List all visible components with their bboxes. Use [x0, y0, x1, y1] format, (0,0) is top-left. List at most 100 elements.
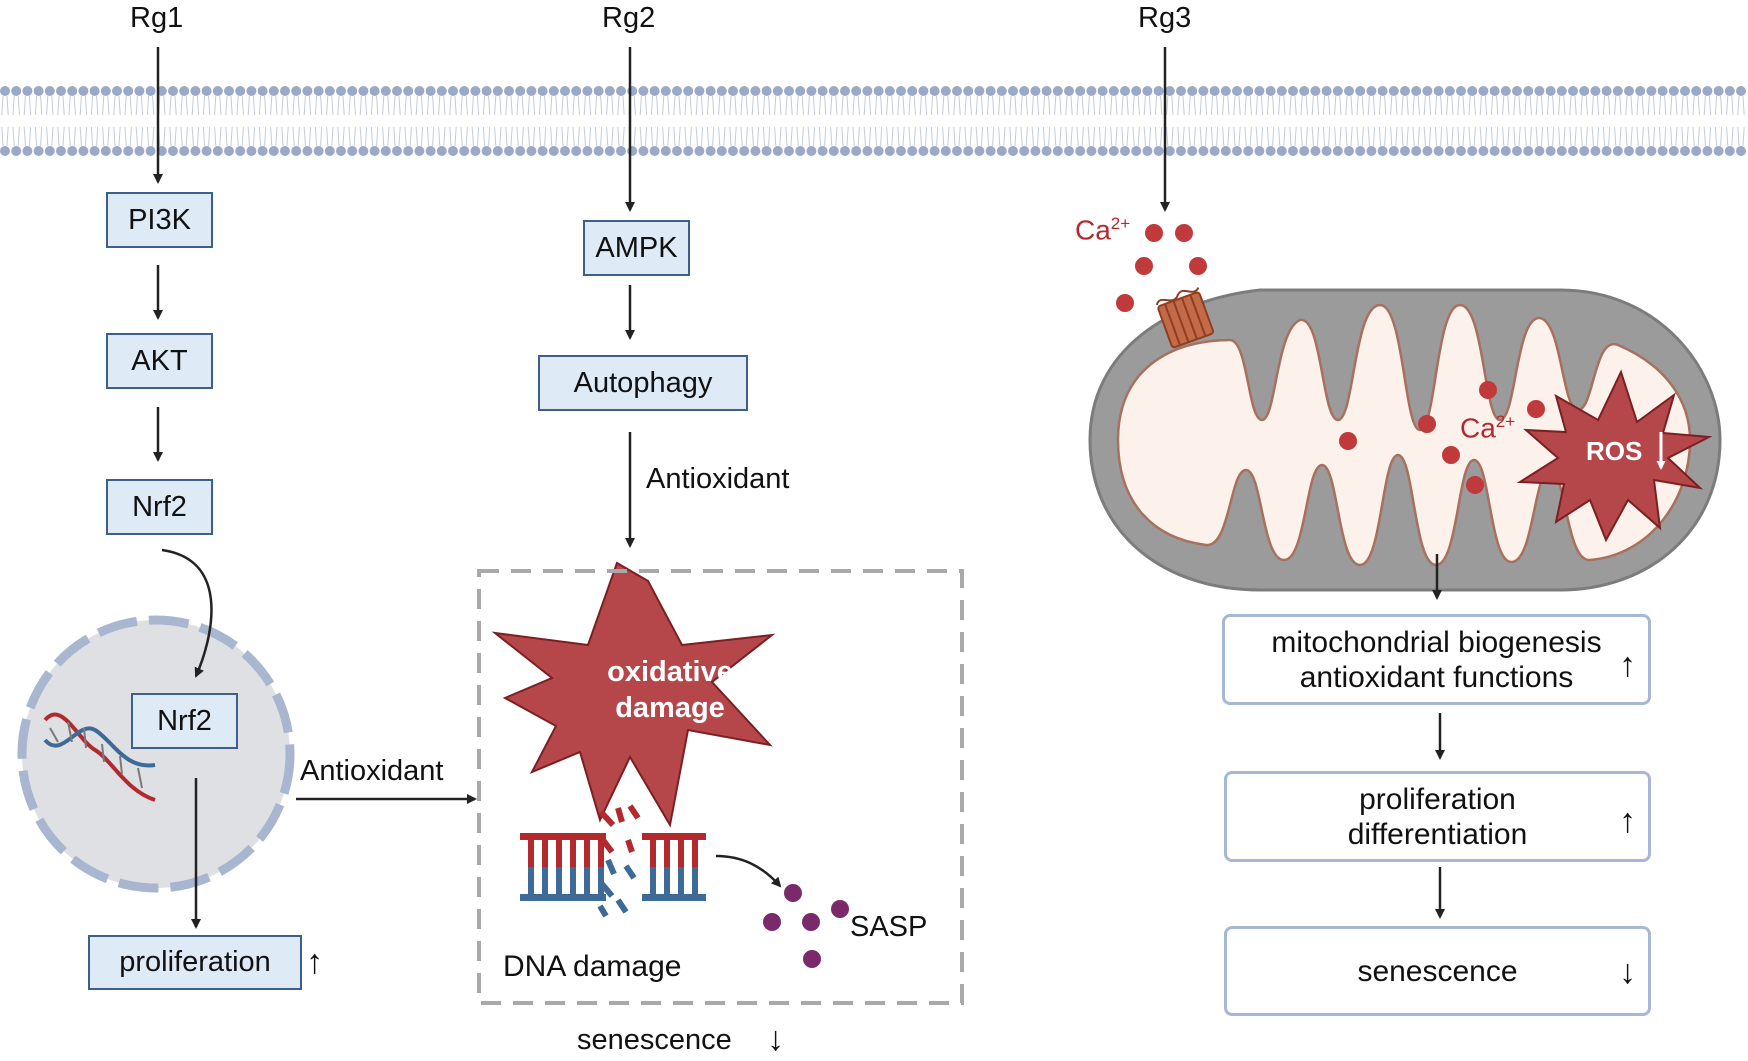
lipid-tail	[432, 95, 435, 116]
lipid-head	[784, 146, 794, 156]
lipid-tail	[1596, 95, 1600, 116]
lipid-tail	[1222, 95, 1225, 116]
lipid-tail	[438, 126, 441, 147]
lipid-head	[302, 86, 313, 96]
dna-rung	[678, 840, 684, 867]
lipid-tail	[1177, 126, 1180, 147]
lipid-head	[1433, 86, 1444, 96]
lipid-tail	[779, 126, 782, 147]
lipid-tail	[695, 126, 698, 147]
lipid-head	[1691, 86, 1702, 96]
box2-line2: differentiation	[1347, 817, 1528, 851]
lipid-tail	[102, 126, 105, 147]
lipid-head	[1680, 86, 1690, 96]
lipid-head	[1388, 146, 1399, 156]
lipid-head	[1590, 146, 1601, 156]
lipid-tail	[718, 126, 721, 147]
lipid-tail	[1490, 95, 1494, 116]
lipid-head	[1646, 146, 1657, 156]
lipid-head	[22, 86, 33, 96]
lipid-tail	[807, 95, 810, 116]
lipid-tail	[1608, 126, 1611, 147]
lipid-head	[1288, 86, 1298, 96]
lipid-head	[1187, 86, 1198, 96]
lipid-head	[1556, 86, 1567, 96]
lipid-head	[806, 146, 817, 156]
lipid-tail	[152, 95, 155, 116]
lipid-tail	[96, 126, 99, 147]
lipid-head	[1030, 146, 1041, 156]
lipid-tail	[550, 95, 553, 116]
lipid-tail	[868, 95, 872, 116]
lipid-tail	[1009, 95, 1012, 116]
lipid-tail	[1462, 95, 1465, 116]
lipid-tail	[1115, 95, 1118, 116]
lipid-tail	[1199, 126, 1202, 147]
lipid-tail	[1697, 126, 1700, 147]
lipid-head	[1736, 146, 1746, 156]
lipid-tail	[202, 95, 206, 116]
lipid-tail	[1602, 95, 1606, 116]
lipid-head	[1041, 146, 1052, 156]
lipid-tail	[40, 126, 43, 147]
lipid-tail	[387, 95, 390, 116]
lipid-tail	[1137, 95, 1140, 116]
lipid-tail	[320, 126, 323, 147]
lipid-tail	[1048, 126, 1051, 147]
lipid-tail	[1563, 95, 1566, 116]
lipid-tail	[975, 95, 978, 116]
lipid-head	[1523, 146, 1534, 156]
lipid-tail	[359, 126, 362, 147]
lipid-tail	[1652, 95, 1656, 116]
lipid-tail	[880, 126, 883, 147]
lipid-tail	[376, 95, 379, 116]
lipid-tail	[897, 126, 900, 147]
calcium-outside-charge: 2+	[1110, 214, 1131, 233]
lipid-tail	[163, 126, 166, 147]
lipid-head	[1030, 86, 1041, 96]
lipid-tail	[538, 95, 542, 116]
lipid-tail	[1048, 95, 1051, 116]
lipid-tail	[919, 95, 922, 116]
lipid-head	[280, 86, 290, 96]
lipid-tail	[600, 95, 603, 116]
proliferation-up-arrow: ↑	[306, 943, 323, 981]
lipid-tail	[684, 95, 687, 116]
lipid-tail	[1619, 126, 1622, 147]
box3-line1: senescence	[1357, 954, 1518, 988]
lipid-head	[268, 86, 279, 96]
lipid-tail	[1182, 95, 1185, 116]
lipid-tail	[1401, 95, 1404, 116]
lipid-tail	[824, 126, 827, 147]
lipid-tail	[1423, 126, 1426, 147]
lipid-head	[672, 146, 682, 156]
lipid-tail	[1625, 126, 1628, 147]
lipid-head	[1220, 86, 1231, 96]
lipid-head	[1601, 86, 1612, 96]
lipid-head	[851, 146, 862, 156]
lipid-head	[459, 146, 470, 156]
lipid-tail	[1434, 126, 1438, 147]
lipid-tail	[913, 95, 916, 116]
box2-up-arrow: ↑	[1619, 802, 1636, 840]
lipid-tail	[1361, 95, 1364, 116]
lipid-head	[436, 86, 447, 96]
lipid-head	[571, 146, 582, 156]
lipid-head	[1052, 146, 1063, 156]
lipid-tail	[1148, 126, 1152, 147]
lipid-head	[380, 146, 391, 156]
lipid-tail	[521, 126, 524, 147]
lipid-head	[257, 86, 268, 96]
lipid-tail	[46, 126, 49, 147]
lipid-tail	[561, 95, 564, 116]
lipid-head	[705, 86, 716, 96]
dna-rung	[692, 867, 698, 894]
lipid-tail	[650, 95, 654, 116]
lipid-head	[201, 86, 212, 96]
box1-up-arrow: ↑	[1619, 646, 1636, 684]
lipid-tail	[908, 95, 911, 116]
lipid-tail	[1367, 95, 1370, 116]
lipid-tail	[1372, 126, 1376, 147]
lipid-tail	[460, 95, 463, 116]
lipid-tail	[1328, 126, 1331, 147]
